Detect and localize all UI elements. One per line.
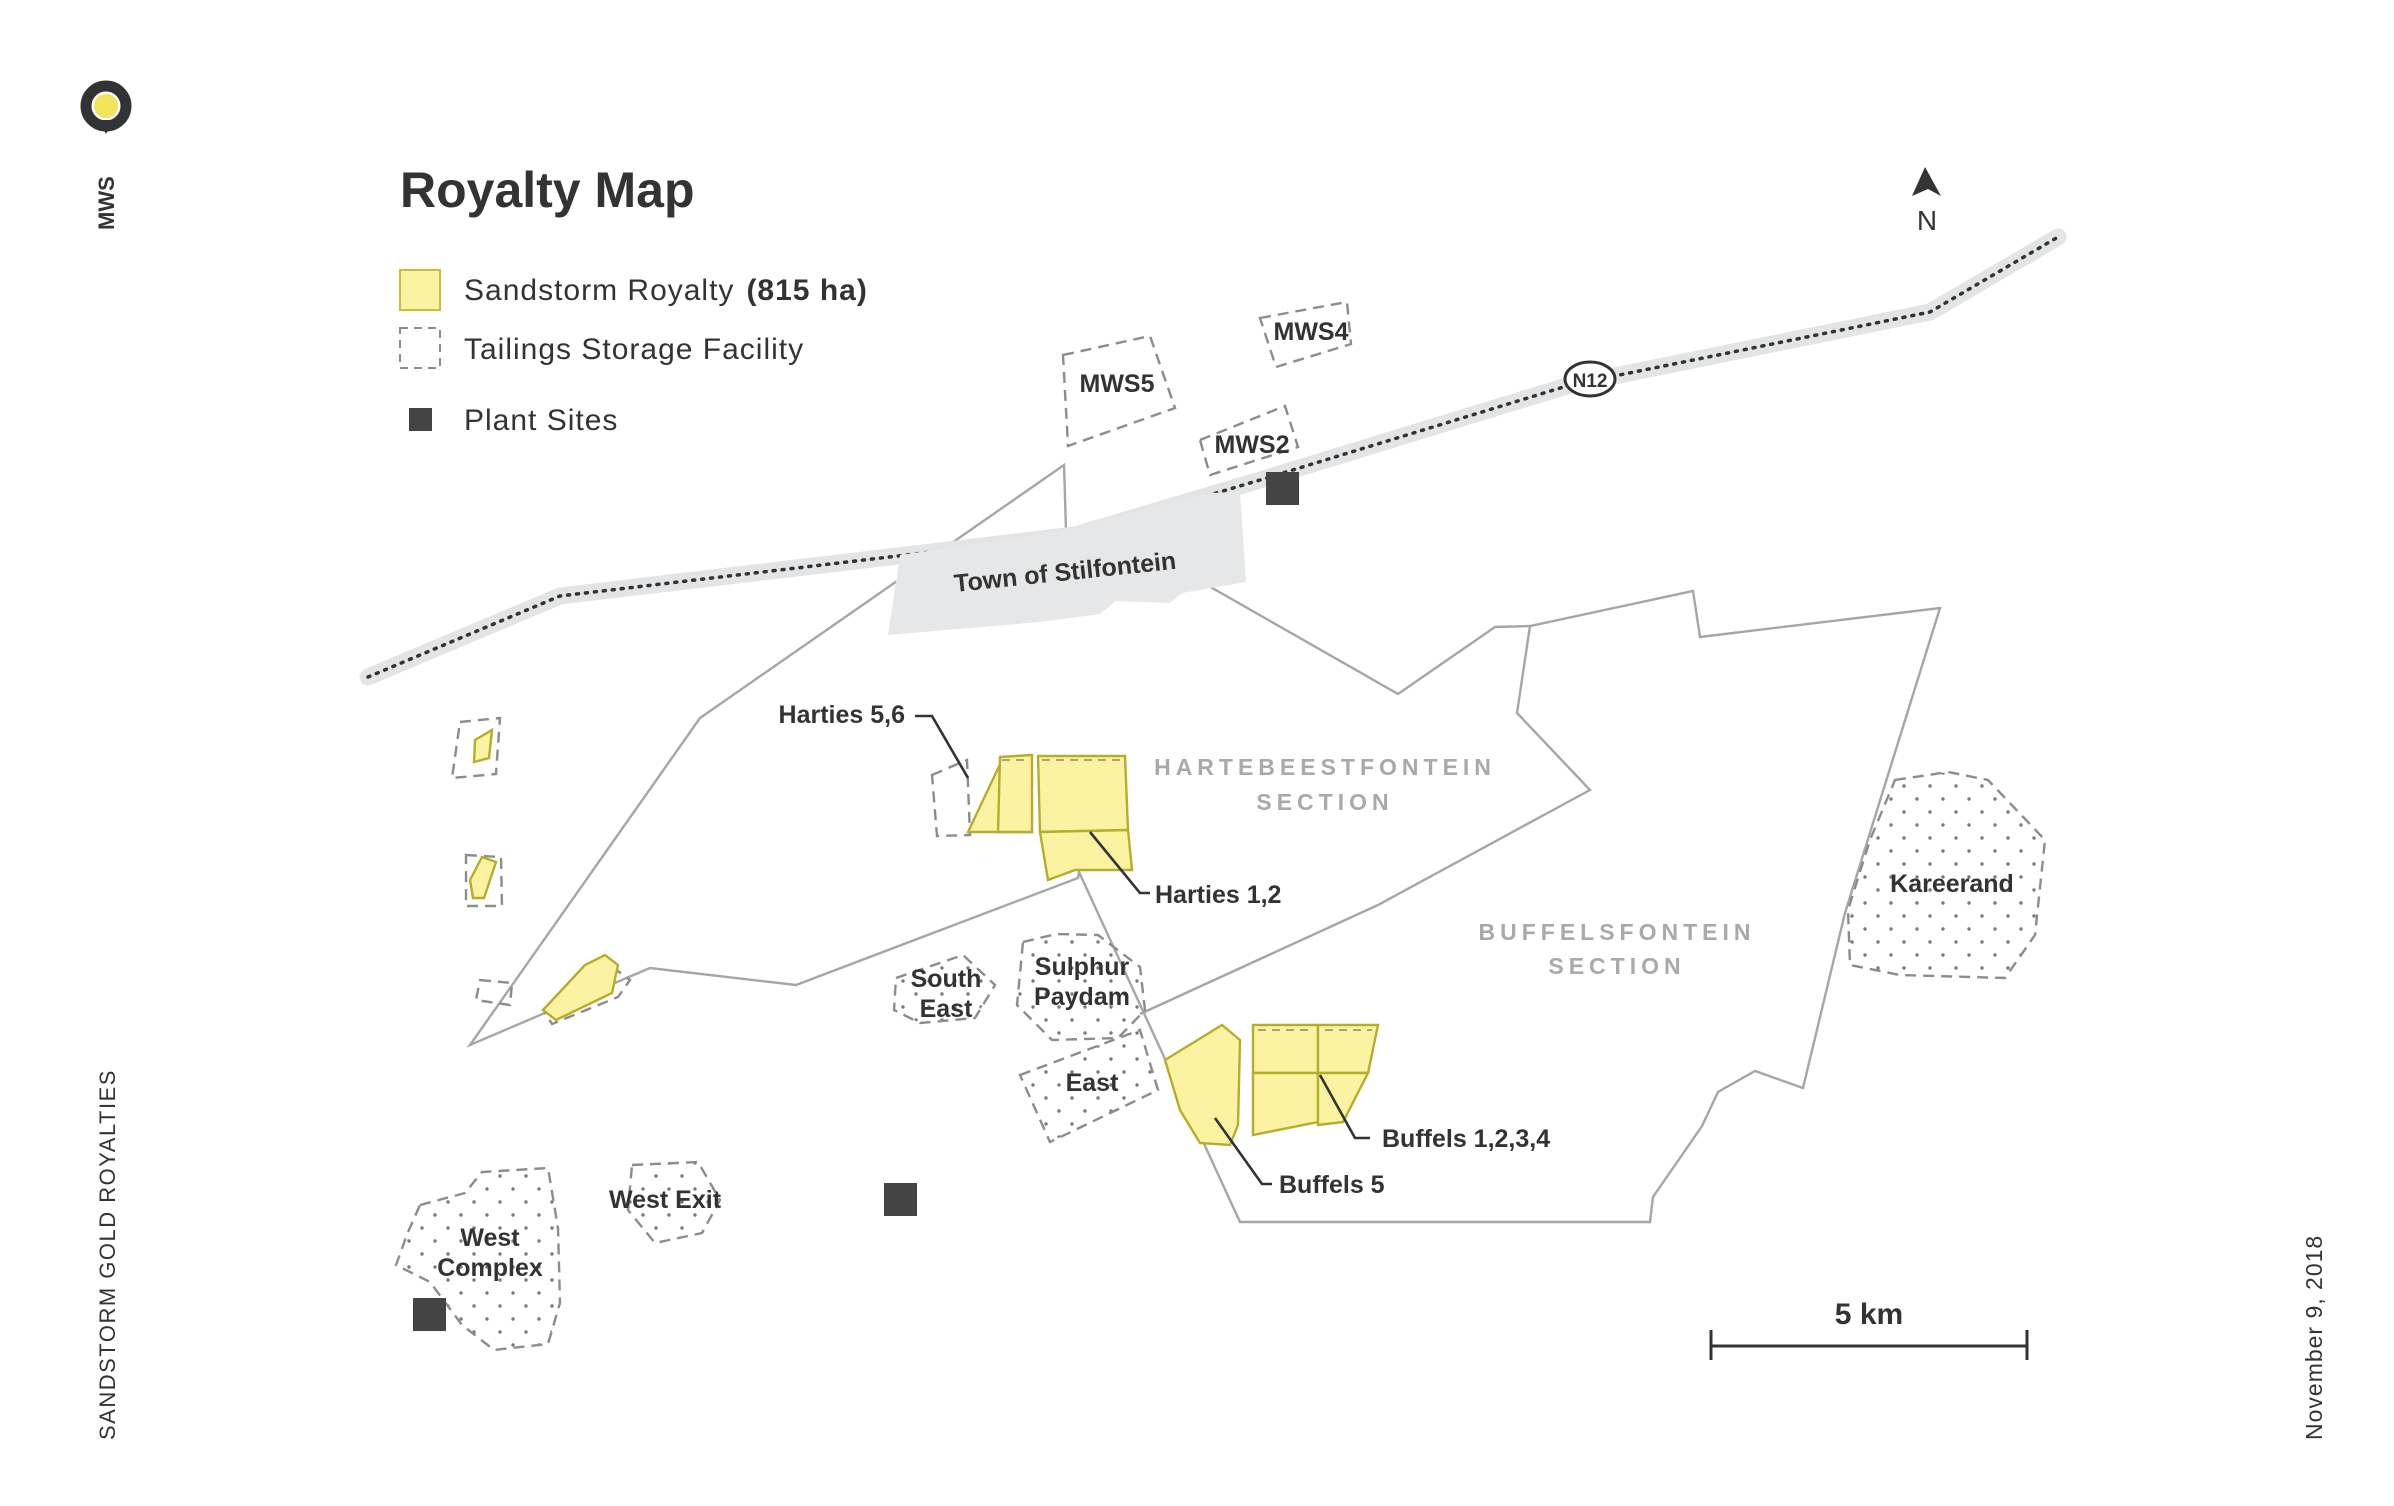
leader-buffels-5 [1213, 1117, 1272, 1186]
tsf-south-east [892, 953, 997, 1025]
tsf-east [1018, 1028, 1160, 1144]
label-sulphur-paydam-line2: Paydam [1034, 983, 1130, 1011]
tsf-west-exit [626, 1160, 722, 1245]
map-title: Royalty Map [400, 162, 695, 218]
royalty-west-ridge [541, 953, 620, 1022]
tsf-mws5 [1061, 334, 1177, 448]
label-mws4: MWS4 [1274, 318, 1349, 346]
royalty-buffels-5 [1163, 1023, 1242, 1147]
label-harties-12: Harties 1,2 [1155, 881, 1281, 909]
legend-royalty: Sandstorm Royalty (815 ha) [464, 274, 868, 307]
town-of-stilfontein-area [888, 492, 1246, 635]
label-south-east-line1: South [911, 965, 982, 993]
section-divider-boundary [1139, 625, 1592, 1016]
royalty-small-middle [468, 855, 498, 900]
legend-plant-swatch [409, 408, 432, 431]
road-label: N12 [1573, 371, 1608, 392]
legend-royalty-area: (815 ha) [746, 274, 867, 307]
map-date: November 9, 2018 [2301, 1235, 2327, 1440]
legend-tsf-swatch [399, 327, 441, 369]
section-hartebeestfontein-line1: HARTEBEESTFONTEIN [1154, 754, 1496, 780]
tsf-west-complex [394, 1166, 562, 1352]
royalty-buffels-1234 [1251, 1023, 1380, 1137]
tsf-west-ridge [543, 958, 632, 1026]
legend-plant-label: Plant Sites [464, 404, 618, 437]
brand-short-name: MWS [94, 176, 119, 230]
section-buffelsfontein-line1: BUFFELSFONTEIN [1479, 919, 1756, 945]
plant-site-west [413, 1298, 446, 1331]
section-buffelsfontein-line2: SECTION [1548, 953, 1685, 979]
label-buffels-5: Buffels 5 [1279, 1171, 1385, 1199]
tsf-small-north [450, 716, 502, 780]
legend-tsf-label: Tailings Storage Facility [464, 333, 804, 366]
royalty-harties-56 [966, 753, 1034, 834]
road-n12-shield-icon [1563, 360, 1617, 398]
royalty-small-north [472, 727, 494, 764]
legend-royalty-swatch [399, 269, 441, 311]
leader-harties-12 [1088, 831, 1150, 895]
legend: Sandstorm Royalty (815 ha) Tailings Stora… [399, 269, 868, 437]
compass-north-arrow-icon [1912, 167, 1941, 196]
label-harties-56: Harties 5,6 [779, 701, 905, 729]
label-mws2: MWS2 [1215, 431, 1290, 459]
leader-harties-56 [915, 714, 970, 779]
tsf-small-middle [464, 853, 504, 908]
brand-logo-icon [80, 80, 132, 134]
royalty-harties-12 [1036, 754, 1134, 882]
label-mws5: MWS5 [1080, 370, 1155, 398]
label-kareerand: Kareerand [1890, 870, 2014, 898]
legend-royalty-label: Sandstorm Royalty [464, 274, 734, 307]
label-buffels-1234: Buffels 1,2,3,4 [1382, 1125, 1550, 1153]
tsf-mws2 [1198, 404, 1300, 477]
tsf-kareerand [1846, 770, 2047, 980]
leader-buffels-1234 [1318, 1074, 1370, 1140]
road-n12 [359, 228, 2067, 686]
tsf-small-west [474, 978, 514, 1007]
plant-site-central [884, 1183, 917, 1216]
label-south-east-line2: East [920, 995, 973, 1023]
plant-site-mws2 [1266, 472, 1299, 505]
tsf-harties-west [930, 758, 972, 838]
label-sulphur-paydam-line1: Sulphur [1035, 953, 1130, 981]
brand-footer: SANDSTORM GOLD ROYALTIES [95, 1069, 120, 1440]
tsf-sulphur-paydam [1015, 932, 1147, 1042]
compass-label: N [1917, 205, 1937, 236]
tsf-mws4 [1258, 300, 1353, 369]
section-hartebeestfontein-line2: SECTION [1256, 789, 1393, 815]
label-west-exit: West Exit [609, 1186, 722, 1214]
scale-label: 5 km [1835, 1298, 1903, 1331]
scale-bar [1709, 1330, 2029, 1360]
label-west-complex-line2: Complex [437, 1254, 543, 1282]
label-west-complex-line1: West [460, 1224, 520, 1252]
label-east: East [1066, 1069, 1119, 1097]
